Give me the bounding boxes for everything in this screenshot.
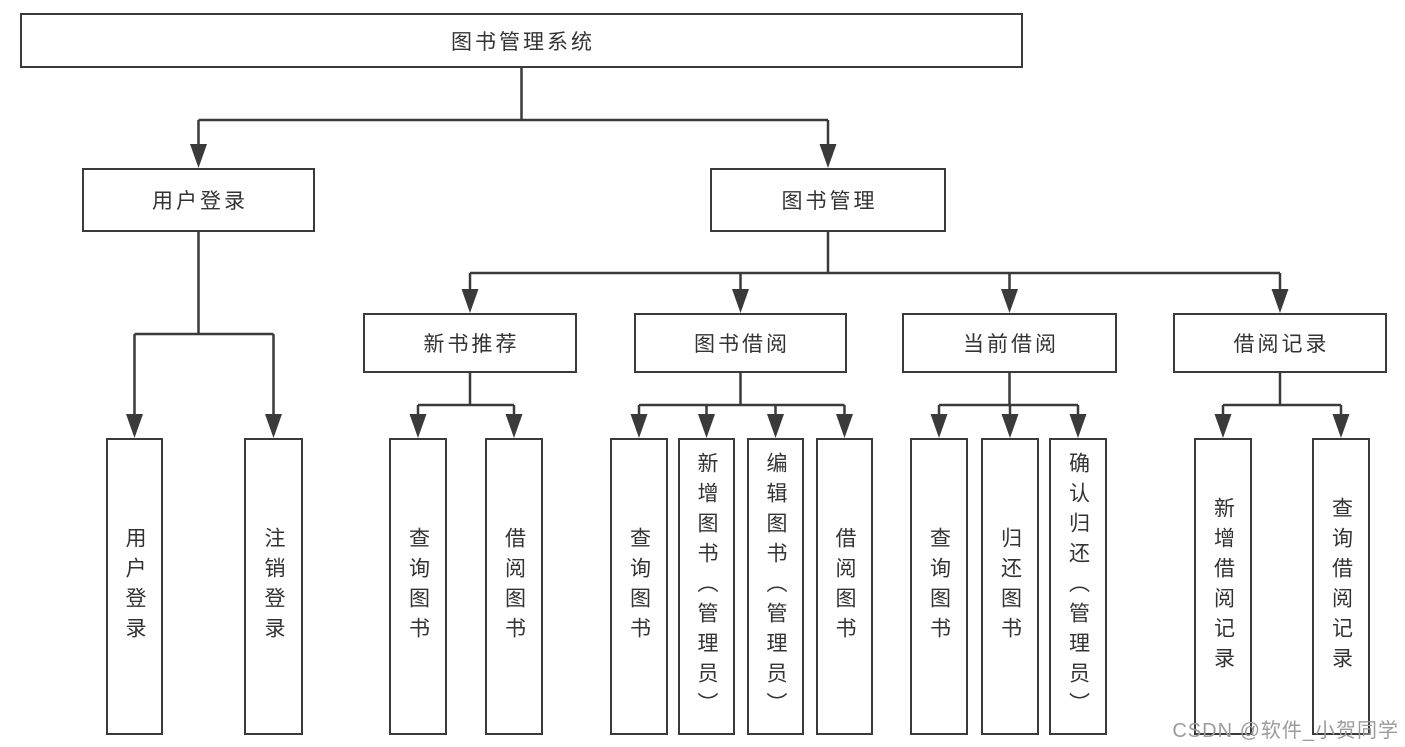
leaf-add-books-admin: 新增图书（管理员） — [678, 438, 735, 735]
leaf-edit-books-admin-label: 编辑图书（管理员） — [764, 451, 787, 722]
leaf-borrow-books-recommend-label: 借阅图书 — [502, 526, 526, 647]
leaf-return-books-label: 归还图书 — [998, 526, 1022, 647]
leaf-borrow-books-borrowing: 借阅图书 — [816, 438, 873, 735]
node-root: 图书管理系统 — [20, 13, 1023, 68]
leaf-query-books-borrowing-label: 查询图书 — [627, 526, 651, 647]
node-user-login-label: 用户登录 — [152, 190, 248, 213]
node-new-book-recommend: 新书推荐 — [363, 313, 577, 373]
leaf-add-borrow-record-label: 新增借阅记录 — [1211, 496, 1235, 677]
leaf-return-books: 归还图书 — [981, 438, 1039, 735]
leaf-add-borrow-record: 新增借阅记录 — [1194, 438, 1252, 735]
leaf-query-books-current: 查询图书 — [910, 438, 968, 735]
leaf-query-books-borrowing: 查询图书 — [610, 438, 668, 735]
leaf-edit-books-admin: 编辑图书（管理员） — [747, 438, 804, 735]
node-book-borrowing: 图书借阅 — [634, 313, 847, 373]
node-borrow-records-label: 借阅记录 — [1233, 333, 1330, 356]
leaf-borrow-books-recommend: 借阅图书 — [485, 438, 543, 735]
leaf-user-login-label: 用户登录 — [123, 526, 146, 647]
node-borrow-records: 借阅记录 — [1173, 313, 1387, 373]
node-book-borrowing-label: 图书借阅 — [694, 333, 790, 356]
leaf-user-login: 用户登录 — [106, 438, 163, 735]
leaf-borrow-books-borrowing-label: 借阅图书 — [833, 526, 856, 647]
node-current-borrowing: 当前借阅 — [902, 313, 1117, 373]
leaf-query-borrow-record: 查询借阅记录 — [1312, 438, 1370, 735]
leaf-logout-login: 注销登录 — [244, 438, 303, 735]
leaf-confirm-return-admin: 确认归还（管理员） — [1049, 438, 1107, 735]
csdn-watermark: CSDN @软件_小贺同学 — [1172, 720, 1399, 742]
leaf-query-books-current-label: 查询图书 — [927, 526, 951, 647]
node-book-management: 图书管理 — [710, 168, 946, 232]
leaf-query-books-recommend: 查询图书 — [389, 438, 447, 735]
leaf-add-books-admin-label: 新增图书（管理员） — [695, 451, 718, 722]
node-user-login: 用户登录 — [82, 168, 315, 232]
leaf-confirm-return-admin-label: 确认归还（管理员） — [1066, 451, 1090, 722]
leaf-query-books-recommend-label: 查询图书 — [406, 526, 430, 647]
node-book-management-label: 图书管理 — [781, 190, 878, 213]
leaf-logout-login-label: 注销登录 — [262, 526, 285, 647]
leaf-query-borrow-record-label: 查询借阅记录 — [1329, 496, 1353, 677]
node-new-book-recommend-label: 新书推荐 — [423, 333, 520, 356]
node-root-label: 图书管理系统 — [451, 30, 595, 54]
node-current-borrowing-label: 当前借阅 — [963, 333, 1059, 356]
